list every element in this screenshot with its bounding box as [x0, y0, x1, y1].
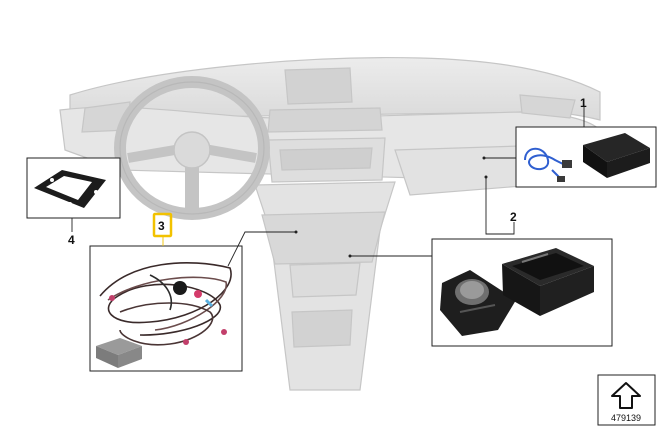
part-box-2[interactable]	[431, 238, 613, 347]
callout-1[interactable]: 1	[580, 96, 587, 110]
steering-wheel-illustration	[114, 76, 270, 220]
usb-cable-icon	[524, 147, 572, 182]
control-unit-icon	[583, 133, 650, 178]
part-box-3[interactable]	[89, 245, 243, 372]
callout-3[interactable]: 3	[158, 219, 165, 233]
leader-lines	[71, 104, 585, 267]
callout-3-highlight	[152, 212, 173, 238]
wiring-harness-icon	[99, 262, 232, 346]
leader-3-pointer	[227, 231, 296, 267]
mounting-bracket-icon	[34, 170, 106, 208]
orientation-box: 479139	[597, 374, 656, 426]
part-box-4[interactable]	[26, 157, 121, 219]
up-arrow-icon	[611, 382, 641, 409]
storage-tray-icon	[502, 248, 594, 316]
dashboard-illustration	[59, 57, 601, 391]
reference-number: 479139	[611, 413, 641, 423]
callout-2[interactable]: 2	[510, 210, 517, 224]
part-box-1[interactable]	[515, 126, 657, 188]
idrive-controller-icon	[440, 270, 516, 336]
junction-box-icon	[96, 338, 142, 368]
callout-4[interactable]: 4	[68, 233, 75, 247]
leader-2	[485, 177, 515, 235]
